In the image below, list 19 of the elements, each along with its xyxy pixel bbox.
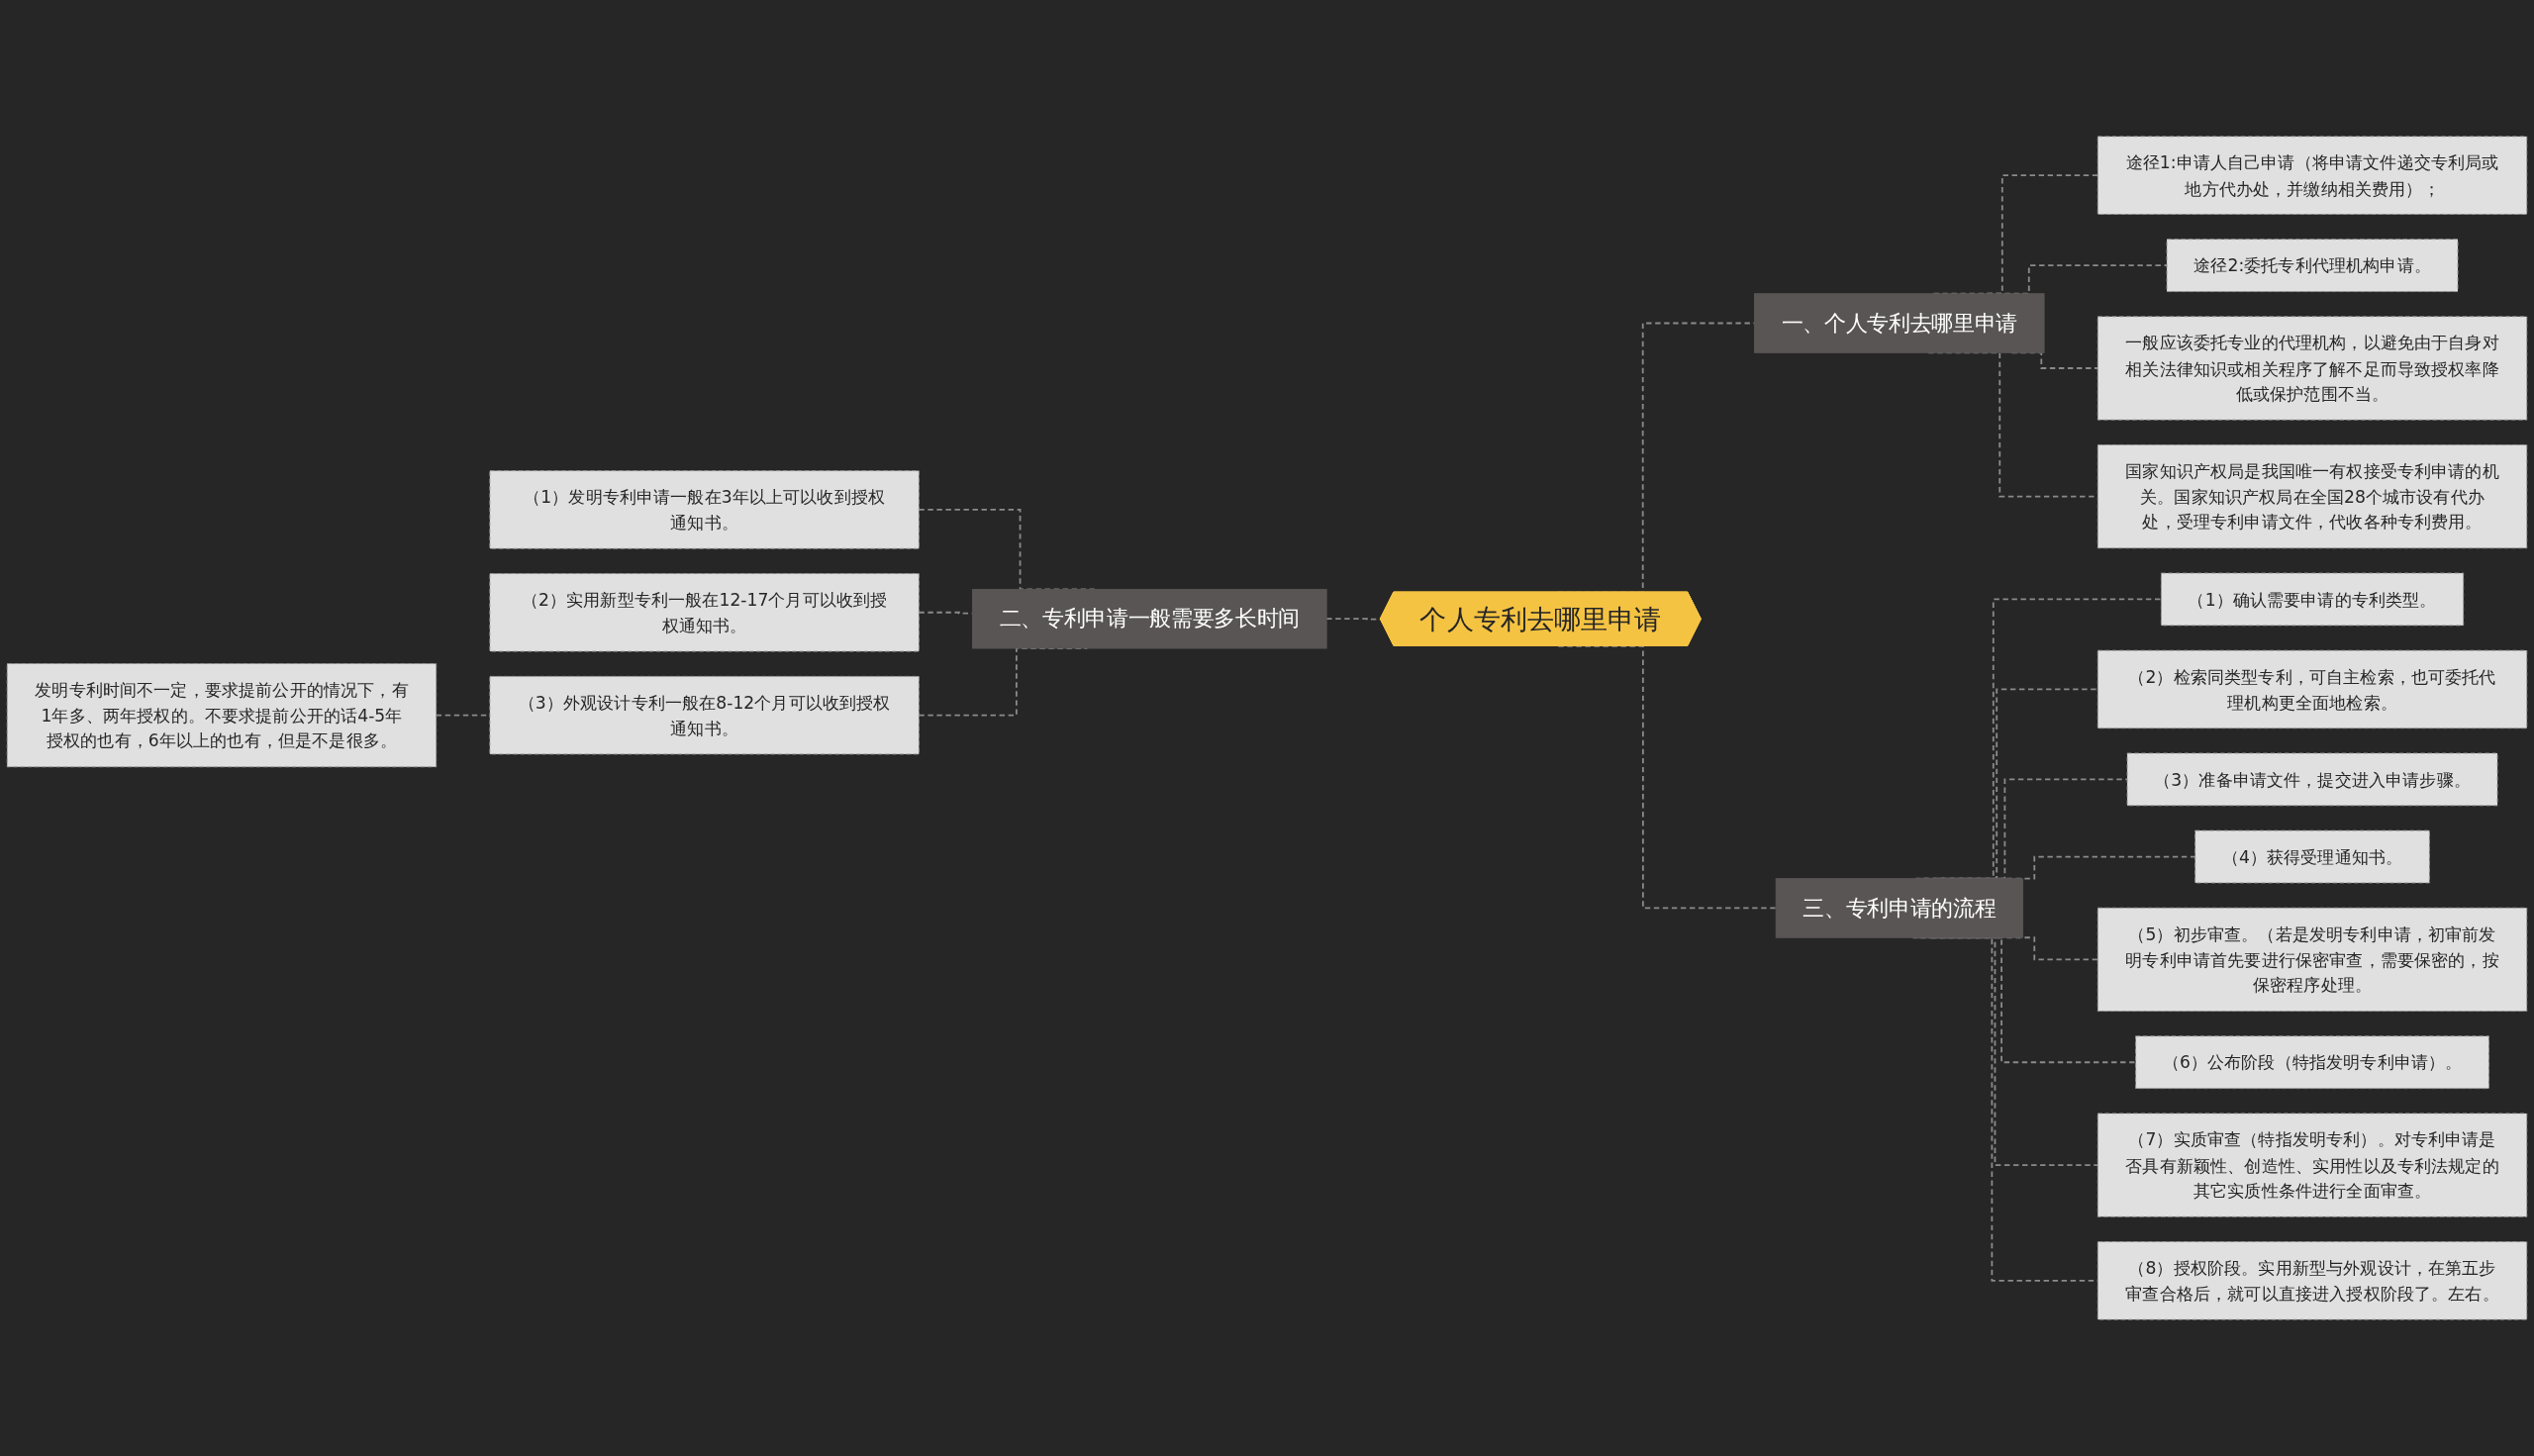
node-box: （6）公布阶段（特指发明专利申请）。 bbox=[2135, 1035, 2489, 1090]
node-box: 国家知识产权局是我国唯一有权接受专利申请的机关。国家知识产权局在全国28个城市设有代办处，受理专利申请文件，代收各种专利费用。 bbox=[2096, 444, 2528, 549]
node-box: 途径2:委托专利代理机构申请。 bbox=[2166, 239, 2459, 292]
node-box: 途径1:申请人自己申请（将申请文件递交专利局或地方代办处，并缴纳相关费用）； bbox=[2096, 136, 2528, 215]
node-box: （7）实质审查（特指发明专利）。对专利申请是否具有新颖性、创造性、实用性以及专利法规定的其它实质性条件进行全面审查。 bbox=[2096, 1113, 2528, 1217]
node-box: （3）准备申请文件，提交进入申请步骤。 bbox=[2126, 752, 2498, 807]
node-box: （8）授权阶段。实用新型与外观设计，在第五步审查合格后，就可以直接进入授权阶段了。左右。 bbox=[2096, 1241, 2528, 1320]
node-box: （2）检索同类型专利，可自主检索，也可委托代理机构更全面地检索。 bbox=[2096, 649, 2528, 729]
node-box: 一般应该委托专业的代理机构，以避免由于自身对相关法律知识或相关程序了解不足而导致授权率降低或保护范围不当。 bbox=[2096, 316, 2528, 421]
node-box: 三、专利申请的流程 bbox=[1775, 878, 2023, 938]
node-box: （1）确认需要申请的专利类型。 bbox=[2160, 572, 2465, 627]
node-box: （4）获得受理通知书。 bbox=[2194, 829, 2430, 884]
node-box: （5）初步审查。（若是发明专利申请，初审前发明专利申请首先要进行保密审查，需要保密的，按保密程序处理。 bbox=[2096, 907, 2528, 1012]
node-box: 二、专利申请一般需要多长时间 bbox=[972, 588, 1327, 649]
node-box: （1）发明专利申请一般在3年以上可以收到授权通知书。 bbox=[489, 470, 920, 549]
node-box: （3）外观设计专利一般在8-12个月可以收到授权通知书。 bbox=[489, 675, 920, 755]
node-box: 一、个人专利去哪里申请 bbox=[1754, 293, 2045, 353]
node-box: （2）实用新型专利一般在12-17个月可以收到授权通知书。 bbox=[489, 573, 920, 652]
node-box: 发明专利时间不一定，要求提前公开的情况下，有1年多、两年授权的。不要求提前公开的话4-5年授权的也有，6年以上的也有，但是不是很多。 bbox=[6, 663, 438, 768]
